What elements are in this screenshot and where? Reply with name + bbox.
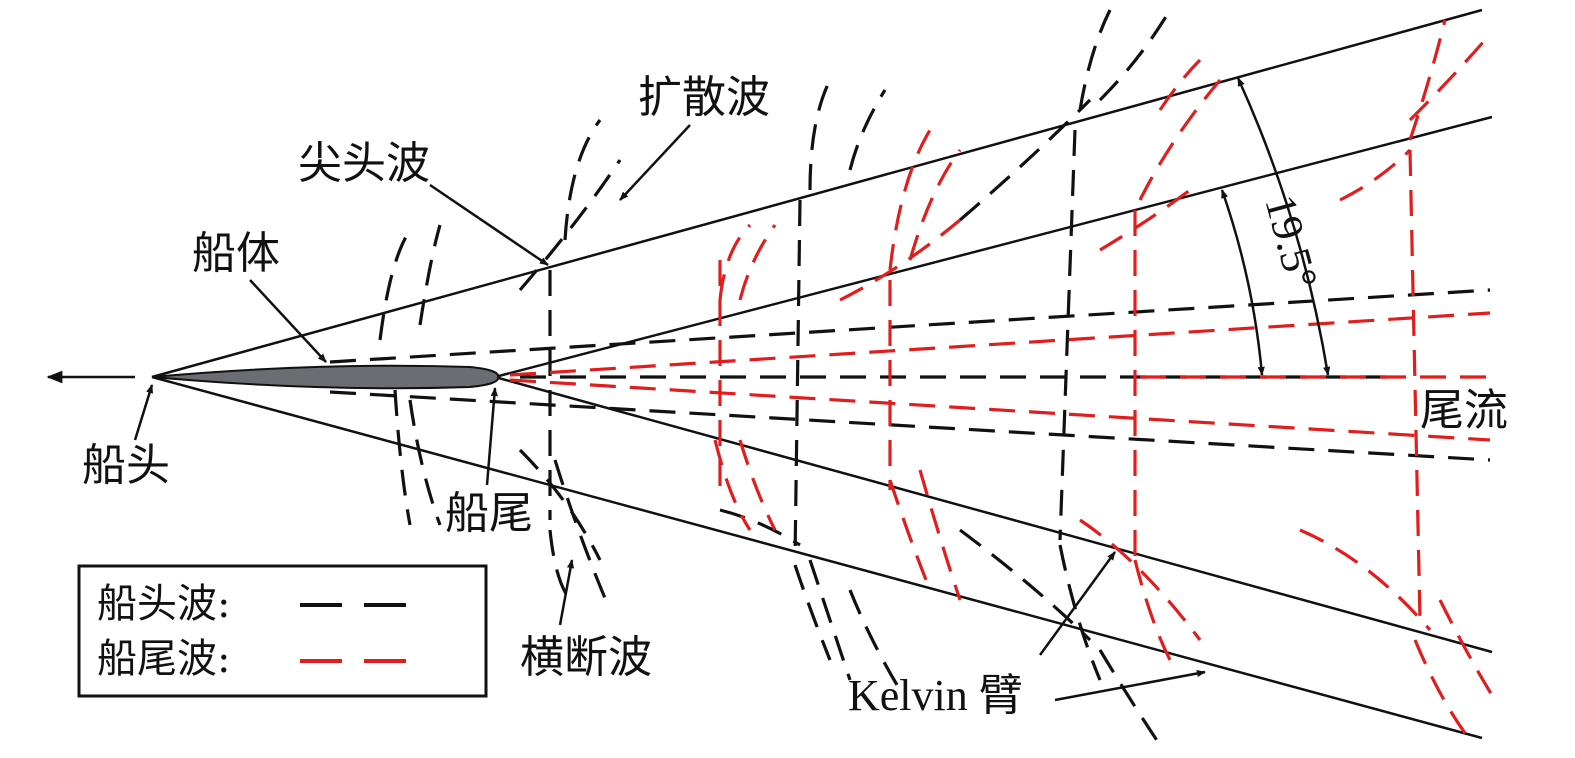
bow-diverging-crest-3 (719, 79, 902, 691)
label-angle: 19.5° (1255, 190, 1327, 294)
legend-box (77, 564, 488, 698)
label-bow: 船头 (82, 440, 170, 491)
angle-arc-inner (1220, 189, 1265, 376)
legend-stern-wave-label: 船尾波: (97, 636, 230, 682)
hull-shape (151, 364, 500, 390)
arrow-hull (249, 279, 327, 363)
bow-diverging-crest-4 (958, 9, 1172, 746)
arrow-bow (133, 384, 154, 441)
bow-wake-line-lower (329, 390, 1491, 462)
arrow-cusp-wave (429, 183, 549, 267)
arrow-stern (485, 387, 498, 486)
arrow-kelvin-arm-lower (1054, 669, 1206, 702)
legend: 船头波: 船尾波: (77, 564, 488, 698)
label-hull: 船体 (192, 228, 280, 279)
arrow-transverse-wave (558, 559, 575, 626)
wedge-inner-lower (494, 375, 1493, 654)
bow-diverging-crest-2 (518, 119, 622, 611)
ship-hull (151, 364, 500, 390)
stern-diverging-crest-3 (1079, 58, 1222, 661)
stern-waves (509, 19, 1497, 741)
stern-diverging-crest-4 (1299, 19, 1497, 741)
label-diffraction-wave: 扩散波 (638, 72, 770, 123)
stern-wake-line-lower (509, 378, 1491, 442)
bow-transverse-crest-4 (1058, 129, 1102, 681)
stern-transverse-crest-4 (1408, 149, 1422, 621)
arrow-diffraction-wave (619, 124, 691, 201)
kelvin-wedge-lines (151, 8, 1493, 740)
label-stern: 船尾 (445, 488, 533, 539)
pointer-arrows (133, 77, 1331, 702)
stern-wake-line-upper (509, 311, 1491, 377)
bow-transverse-crest-2 (548, 270, 572, 601)
label-cusp-wave: 尖头波 (298, 138, 430, 189)
label-kelvin-arm: Kelvin 臂 (848, 671, 1023, 720)
arrow-kelvin-arm-upper (1038, 551, 1117, 656)
label-transverse-wave: 横断波 (520, 632, 652, 683)
wedge-inner-upper (494, 115, 1493, 379)
stern-diverging-crest-2 (839, 129, 962, 601)
bow-transverse-crest-3 (793, 199, 832, 661)
stern-diverging-crest-1 (713, 223, 777, 531)
wedge-outer-lower (151, 375, 1483, 740)
label-wake: 尾流 (1420, 385, 1508, 436)
legend-bow-wave-label: 船头波: (97, 581, 230, 627)
angle-arc-outer (1236, 77, 1331, 376)
wedge-outer-upper (151, 8, 1483, 379)
